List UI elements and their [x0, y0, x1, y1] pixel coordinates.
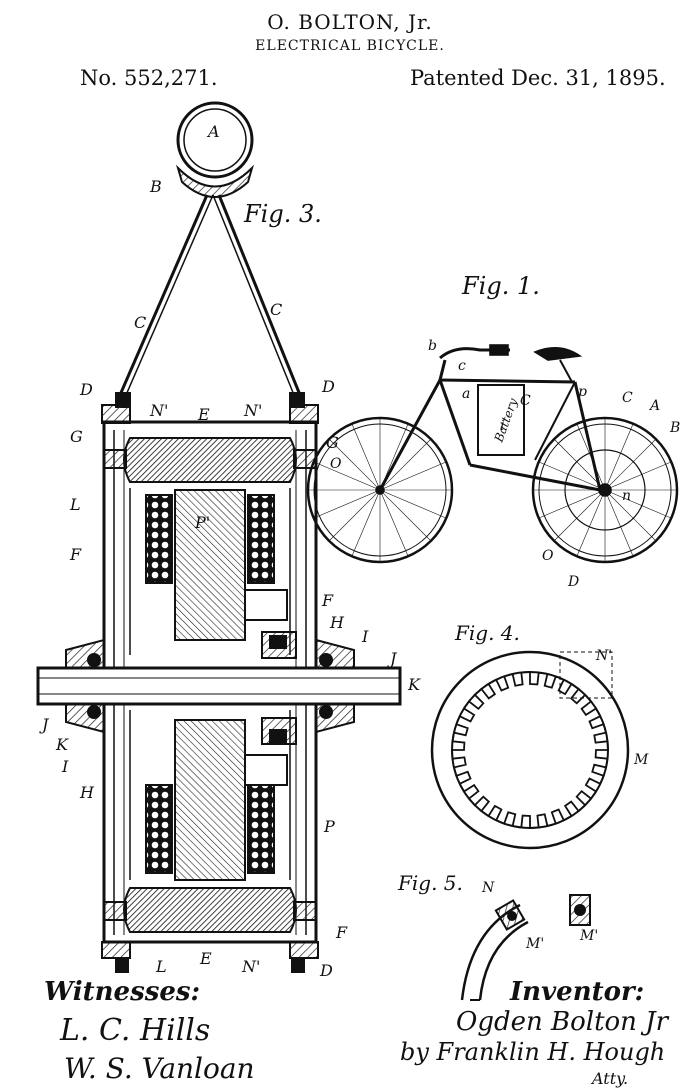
label-F-right: F — [321, 591, 334, 610]
patent-date: Patented Dec. 31, 1895. — [410, 66, 666, 90]
label-N2-bottom: N' — [241, 957, 260, 976]
label-H-left: H — [79, 783, 95, 802]
label-H-right: H — [329, 613, 345, 632]
inventor-signature: Ogden Bolton Jr — [456, 1007, 670, 1037]
label-L-top: L — [69, 495, 81, 514]
label-N2-right: N' — [243, 401, 262, 420]
label-A-handlebar: A — [206, 122, 220, 141]
label-I-left: I — [61, 757, 69, 776]
patent-title: ELECTRICAL BICYCLE. — [255, 38, 445, 54]
figure-5-detail — [460, 894, 591, 1001]
figure-1-bicycle — [306, 344, 679, 564]
label-D-right: D — [321, 377, 335, 396]
label-M2-fig5: M' — [525, 936, 544, 952]
label-C-wheel: C — [622, 390, 633, 406]
figure-4-ring — [430, 650, 630, 850]
label-L-bottom: L — [155, 957, 167, 976]
label-C-right: C — [270, 300, 282, 319]
label-i: i — [500, 418, 504, 434]
label-a: a — [462, 386, 470, 402]
label-B-clamp: B — [149, 177, 162, 196]
label-D-bottom: D — [319, 961, 333, 980]
label-D-left: D — [79, 380, 93, 399]
label-G-left: G — [70, 427, 83, 446]
label-K-left: K — [55, 735, 69, 754]
label-C-left: C — [134, 313, 146, 332]
figure-3-hub-motor — [36, 101, 402, 973]
patent-number: No. 552,271. — [80, 66, 218, 90]
label-D-bike: D — [567, 574, 579, 590]
label-P2-armature: P' — [194, 513, 210, 532]
witness-signature-1: L. C. Hills — [59, 1013, 210, 1048]
label-O-rear: O — [542, 548, 554, 564]
label-N2-left: N' — [149, 401, 168, 420]
label-P-armature: P — [323, 817, 335, 836]
label-I-right: I — [361, 627, 369, 646]
label-J-left: J — [39, 715, 50, 734]
label-b: b — [428, 338, 437, 354]
label-O-front: O — [330, 456, 342, 472]
label-p: p — [578, 384, 587, 400]
label-F-left: F — [69, 545, 82, 564]
attorney-suffix: Atty. — [590, 1069, 628, 1088]
label-c: c — [458, 358, 466, 374]
label-F-bottom: F — [335, 923, 348, 942]
label-N2-fig4: N' — [595, 648, 612, 664]
label-E-top: E — [197, 405, 210, 424]
label-N-fig5: N — [481, 880, 495, 896]
label-E-bottom: E — [199, 949, 212, 968]
caption-fig3: Fig. 3. — [243, 200, 322, 228]
label-M-fig4: M — [633, 752, 649, 768]
label-M2-fig5b: M' — [579, 928, 598, 944]
ring-teeth — [451, 671, 609, 829]
inventor-name: O. BOLTON, Jr. — [267, 10, 433, 34]
attorney-signature: by Franklin H. Hough — [400, 1038, 665, 1066]
label-J-right: J — [387, 649, 398, 668]
label-K-axle: K — [407, 675, 421, 694]
caption-fig4: Fig. 4. — [454, 621, 520, 645]
caption-fig1: Fig. 1. — [461, 272, 540, 300]
witnesses-heading: Witnesses: — [44, 977, 200, 1007]
witness-signature-2: W. S. Vanloan — [64, 1052, 255, 1085]
label-A-wheel: A — [648, 398, 660, 414]
label-C-bike: C — [520, 393, 531, 409]
inventor-heading: Inventor: — [509, 977, 644, 1007]
label-G-right: G — [326, 433, 339, 452]
label-B-wheel: B — [669, 420, 680, 436]
label-n: n — [622, 488, 631, 504]
caption-fig5: Fig. 5. — [397, 871, 463, 895]
